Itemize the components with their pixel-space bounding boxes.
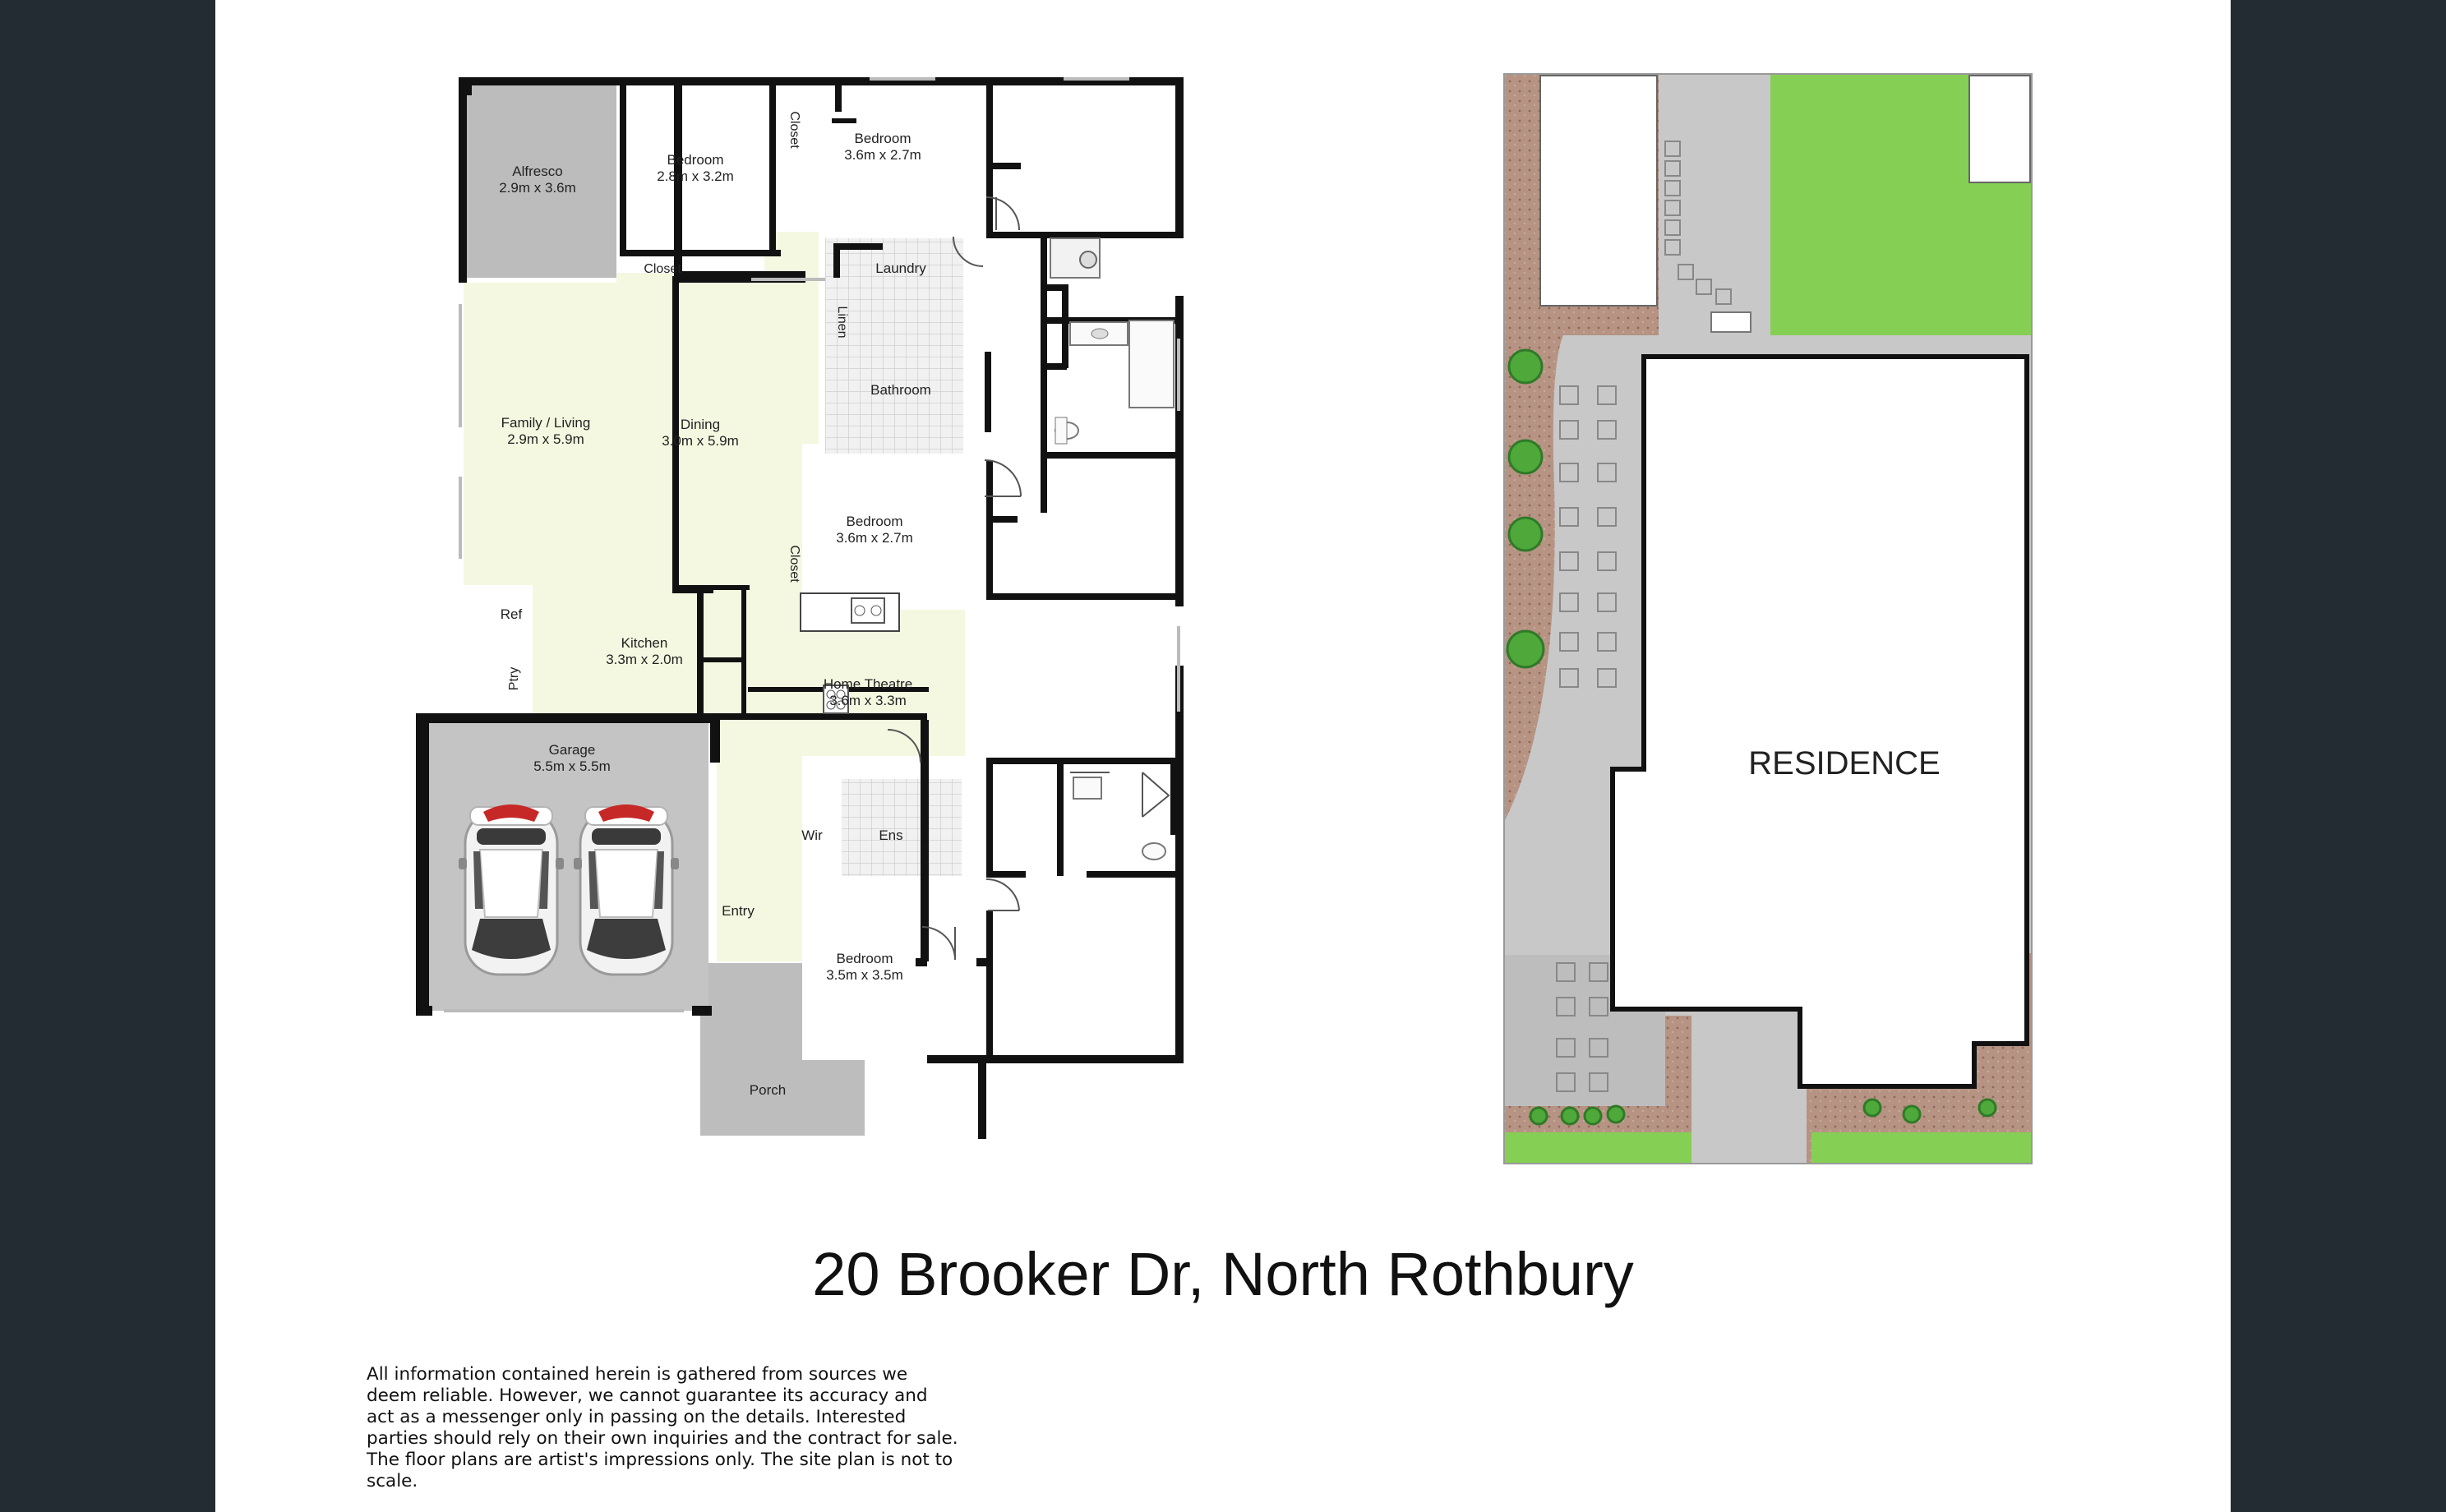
shed: [1539, 75, 1658, 307]
room-label: Bedroom: [837, 951, 893, 966]
room-dims: 3.5m x 3.5m: [826, 967, 903, 983]
room-label: Bedroom: [847, 514, 903, 529]
shrub-icon: [1978, 1098, 1997, 1118]
ref-label: Ref: [501, 606, 523, 622]
bathroom-label: Bathroom: [870, 382, 931, 398]
floor-plan: Alfresco 2.9m x 3.6m Bedroom 2.8m x 3.2m…: [416, 77, 1184, 1139]
plans-drawing: Alfresco 2.9m x 3.6m Bedroom 2.8m x 3.2m…: [416, 73, 2033, 1164]
disclaimer-text: All information contained herein is gath…: [367, 1364, 958, 1491]
shrub-icon: [1560, 1106, 1580, 1126]
shrub-icon: [1902, 1104, 1922, 1124]
room-label: Dining: [681, 417, 720, 432]
shrub-icon: [1606, 1104, 1626, 1124]
room-label: Bedroom: [855, 131, 911, 146]
residence-label: RESIDENCE: [1748, 745, 1940, 781]
linen-label: Linen: [835, 306, 849, 338]
living-area: [464, 232, 965, 961]
site-plan: RESIDENCE: [1503, 73, 2033, 1164]
shrub-icon: [1862, 1098, 1882, 1118]
alfresco-area: [459, 77, 616, 278]
room-dims: 2.9m x 5.9m: [507, 431, 584, 447]
wir-label: Wir: [801, 827, 823, 843]
residence-footprint: [1610, 354, 2029, 1089]
shrub-icon: [1583, 1106, 1603, 1126]
room-label: Kitchen: [621, 635, 668, 651]
shrub-icon: [1506, 629, 1545, 669]
shrub-icon: [1529, 1106, 1548, 1126]
closet-label: Closet: [787, 111, 801, 149]
entry-label: Entry: [722, 903, 755, 919]
closet-label: Closet: [644, 262, 681, 276]
sheet: Alfresco 2.9m x 3.6m Bedroom 2.8m x 3.2m…: [215, 0, 2231, 1512]
shrub-icon: [1507, 439, 1544, 475]
shed: [1968, 75, 2031, 183]
shrub-icon: [1507, 516, 1544, 552]
lawn: [1811, 1132, 2032, 1164]
laundry-label: Laundry: [875, 260, 926, 276]
room-dims: 5.5m x 5.5m: [533, 758, 611, 774]
room-label: Home Theatre: [824, 676, 912, 692]
room-dims: 3.6m x 2.7m: [836, 530, 913, 546]
room-dims: 3.6m x 2.7m: [844, 147, 921, 163]
room-label: Bedroom: [667, 152, 724, 168]
room-dims: 3.3m x 2.0m: [606, 652, 683, 667]
room-label: Alfresco: [512, 164, 562, 179]
car-icon: [572, 803, 681, 976]
room-dims: 3.6m x 3.3m: [829, 693, 907, 708]
property-address: 20 Brooker Dr, North Rothbury: [812, 1240, 1634, 1308]
shrub-icon: [1507, 348, 1544, 385]
ptry-label: Ptry: [507, 667, 521, 690]
room-label: Family / Living: [501, 415, 591, 431]
room-dims: 3.0m x 5.9m: [662, 433, 739, 449]
room-dims: 2.9m x 3.6m: [499, 180, 576, 196]
room-dims: 2.8m x 3.2m: [657, 168, 734, 184]
lawn: [1504, 1132, 1691, 1164]
porch-label: Porch: [750, 1082, 786, 1098]
ens-label: Ens: [879, 827, 902, 843]
room-label: Garage: [549, 742, 596, 758]
car-icon: [457, 803, 565, 976]
closet-label: Closet: [787, 545, 801, 583]
